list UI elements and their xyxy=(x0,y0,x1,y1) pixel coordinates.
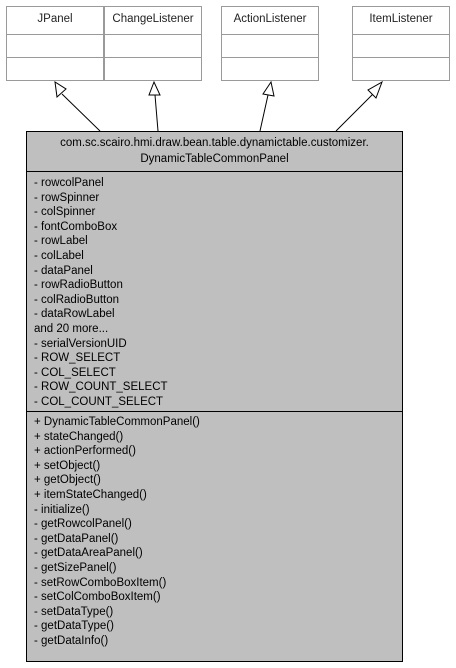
interface-attributes-section xyxy=(105,35,201,58)
attribute-item: - rowRadioButton xyxy=(34,279,123,292)
arrow-line-changelistener xyxy=(154,94,159,132)
arrowhead-itemlistener-icon xyxy=(367,80,383,99)
attribute-item: - dataPanel xyxy=(34,264,93,277)
operations-section: + DynamicTableCommonPanel() + stateChange… xyxy=(27,412,402,649)
operation-item: - getDataAreaPanel() xyxy=(34,547,143,560)
class-name-line: DynamicTableCommonPanel xyxy=(140,152,289,165)
attribute-item: - colSpinner xyxy=(34,206,96,219)
attribute-item: - serialVersionUID xyxy=(34,337,127,350)
attribute-item: - colLabel xyxy=(34,249,84,262)
attribute-item: and 20 more... xyxy=(34,322,109,335)
operation-item: - setDataType() xyxy=(34,605,114,618)
attribute-item: - rowLabel xyxy=(34,235,88,248)
interface-jpanel[interactable]: JPanel xyxy=(6,6,104,81)
interface-name: ChangeListener xyxy=(105,7,201,35)
operation-item: - getDataType() xyxy=(34,620,114,633)
operation-item: + getObject() xyxy=(34,474,101,487)
class-title: com.sc.scairo.hmi.draw.bean.table.dynami… xyxy=(27,132,402,172)
interface-itemlistener[interactable]: ItemListener xyxy=(352,6,450,81)
attributes-section: - rowcolPanel - rowSpinner - colSpinner- f… xyxy=(27,172,402,412)
interface-name: ActionListener xyxy=(222,7,318,35)
interface-name: ItemListener xyxy=(353,7,449,35)
interface-actionlistener[interactable]: ActionListener xyxy=(221,6,319,81)
arrow-line-jpanel xyxy=(61,93,101,132)
attribute-item: - ROW_SELECT xyxy=(34,352,121,365)
attribute-item: - fontComboBox xyxy=(34,220,118,233)
attribute-item: - COL_SELECT xyxy=(34,366,116,379)
attribute-item: - ROW_COUNT_SELECT xyxy=(34,381,168,394)
arrowhead-changelistener-icon xyxy=(148,80,161,96)
operation-item: + DynamicTableCommonPanel() xyxy=(34,416,200,428)
arrow-line-itemlistener xyxy=(335,93,374,132)
operation-item: - getDataPanel() xyxy=(34,532,119,545)
operation-item: - getDataInfo() xyxy=(34,634,109,647)
attribute-item: - colRadioButton xyxy=(34,293,120,306)
attribute-item: - rowSpinner xyxy=(34,191,100,204)
arrow-line-actionlistener xyxy=(259,94,269,132)
attribute-item: - rowcolPanel xyxy=(34,177,104,189)
arrowhead-jpanel-icon xyxy=(54,81,67,98)
interface-attributes-section xyxy=(222,35,318,58)
class-package-line: com.sc.scairo.hmi.draw.bean.table.dynami… xyxy=(60,137,369,149)
operation-item: + stateChanged() xyxy=(34,430,124,443)
operation-item: - initialize() xyxy=(34,503,90,516)
interface-changelistener[interactable]: ChangeListener xyxy=(104,6,202,81)
arrowhead-actionlistener-icon xyxy=(262,80,275,97)
operation-item: - getRowcolPanel() xyxy=(34,518,132,531)
interface-attributes-section xyxy=(7,35,103,58)
attribute-item: - COL_COUNT_SELECT xyxy=(34,395,164,408)
operation-item: - setRowComboBoxItem() xyxy=(34,576,167,589)
operation-item: + itemStateChanged() xyxy=(34,488,147,501)
operation-item: - setColComboBoxItem() xyxy=(34,591,161,604)
operation-item: - getSizePanel() xyxy=(34,561,117,574)
operation-item: + setObject() xyxy=(34,459,101,472)
class-dynamic-table-common-panel[interactable]: com.sc.scairo.hmi.draw.bean.table.dynami… xyxy=(26,131,403,662)
attribute-item: - dataRowLabel xyxy=(34,308,115,321)
interface-attributes-section xyxy=(353,35,449,58)
operation-item: + actionPerformed() xyxy=(34,445,136,458)
interface-name: JPanel xyxy=(7,7,103,35)
